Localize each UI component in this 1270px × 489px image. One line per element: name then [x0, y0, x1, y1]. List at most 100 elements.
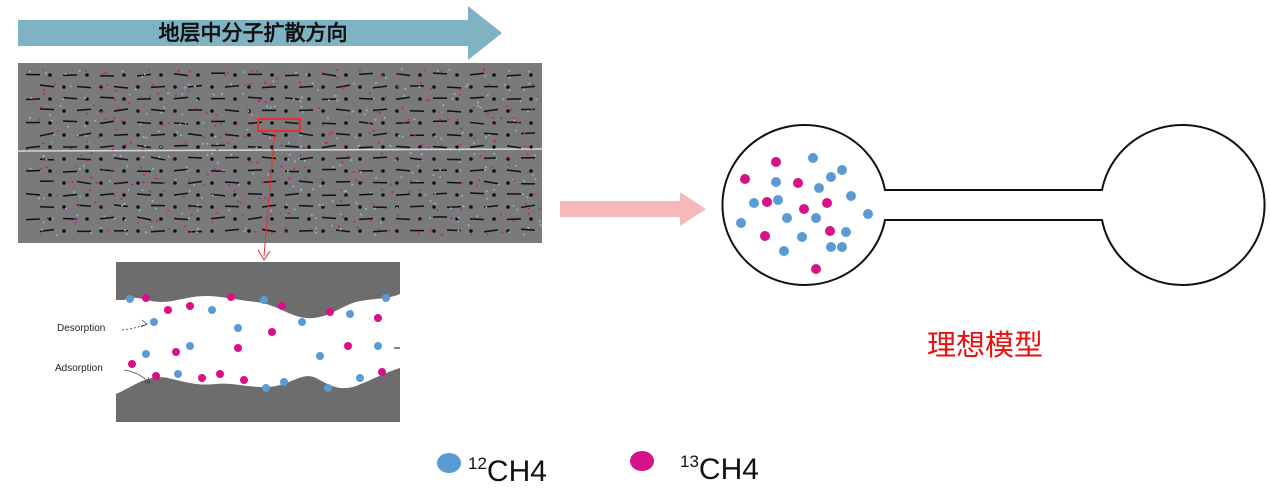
strata-molecule: [421, 144, 423, 146]
strata-molecule: [376, 110, 378, 112]
strata-molecule: [422, 159, 424, 161]
strata-molecule: [276, 78, 278, 80]
strata-molecule: [419, 148, 421, 150]
strata-molecule: [395, 158, 397, 160]
strata-molecule: [306, 74, 308, 76]
diffusion-direction-title: 地层中分子扩散方向: [18, 16, 488, 50]
strata-molecule: [144, 73, 146, 75]
strata-molecule: [79, 168, 81, 170]
strata-molecule: [178, 70, 180, 72]
strata-molecule: [514, 120, 516, 122]
strata-molecule: [74, 218, 76, 220]
strata-molecule: [436, 209, 438, 211]
strata-molecule: [202, 143, 204, 145]
strata-dot: [358, 85, 362, 89]
strata-molecule: [144, 145, 146, 147]
molecule-13ch4: [374, 314, 382, 322]
strata-molecule: [43, 197, 45, 199]
strata-molecule: [237, 201, 239, 203]
strata-molecule: [502, 231, 504, 233]
strata-molecule: [500, 117, 502, 119]
strata-molecule: [526, 196, 528, 198]
strata-dot: [122, 169, 126, 173]
strata-molecule: [148, 69, 150, 71]
strata-dot: [381, 97, 385, 101]
strata-molecule: [124, 229, 126, 231]
strata-molecule: [527, 153, 529, 155]
strata-dot: [270, 97, 274, 101]
strata-dot: [122, 121, 126, 125]
strata-molecule: [230, 83, 232, 85]
strata-molecule: [319, 185, 321, 187]
strata-molecule: [149, 95, 151, 97]
strata-molecule: [527, 110, 529, 112]
strata-molecule: [453, 93, 455, 95]
strata-dot: [307, 145, 311, 149]
strata-molecule: [188, 84, 190, 86]
legend-13ch4-label: 13CH4: [680, 445, 759, 487]
strata-dot: [247, 85, 251, 89]
strata-molecule: [299, 81, 301, 83]
strata-dot: [321, 133, 325, 137]
strata-dot: [62, 181, 66, 185]
strata-molecule: [188, 217, 190, 219]
strata-molecule: [158, 156, 160, 158]
strata-dot: [432, 205, 436, 209]
strata-molecule: [304, 160, 306, 162]
strata-molecule: [220, 170, 222, 172]
molecule-12ch4: [773, 195, 783, 205]
strata-molecule: [86, 113, 88, 115]
strata-dash: [26, 99, 40, 100]
strata-molecule: [419, 189, 421, 191]
strata-dot: [529, 193, 533, 197]
strata-molecule: [43, 155, 45, 157]
strata-molecule: [479, 216, 481, 218]
strata-molecule: [26, 149, 28, 151]
strata-molecule: [56, 195, 58, 197]
strata-molecule: [179, 124, 181, 126]
strata-molecule: [74, 166, 76, 168]
strata-molecule: [485, 136, 487, 138]
molecule-12ch4: [346, 310, 354, 318]
ideal-model-bulbs: [712, 120, 1267, 290]
strata-molecule: [72, 181, 74, 183]
strata-molecule: [188, 207, 190, 209]
strata-molecule: [492, 117, 494, 119]
strata-molecule: [288, 142, 290, 144]
strata-molecule: [459, 161, 461, 163]
strata-molecule: [197, 209, 199, 211]
molecule-13ch4: [771, 157, 781, 167]
strata-dot: [418, 97, 422, 101]
molecule-12ch4: [808, 153, 818, 163]
strata-molecule: [401, 176, 403, 178]
strata-molecule: [457, 220, 459, 222]
strata-molecule: [135, 88, 137, 90]
strata-molecule: [470, 233, 472, 235]
strata-dot: [432, 157, 436, 161]
strata-molecule: [375, 82, 377, 84]
strata-molecule: [420, 82, 422, 84]
strata-dash: [322, 123, 336, 124]
strata-molecule: [206, 143, 208, 145]
strata-dot: [136, 205, 140, 209]
desorption-label: Desorption: [57, 323, 105, 334]
strata-dash: [396, 194, 410, 195]
strata-dot: [210, 85, 214, 89]
strata-molecule: [73, 191, 75, 193]
strata-molecule: [381, 152, 383, 154]
strata-dash: [100, 97, 114, 98]
strata-molecule: [353, 83, 355, 85]
strata-molecule: [84, 97, 86, 99]
strata-molecule: [297, 75, 299, 77]
strata-molecule: [240, 202, 242, 204]
strata-dot: [358, 133, 362, 137]
strata-dot: [196, 73, 200, 77]
strata-molecule: [366, 109, 368, 111]
strata-dot: [455, 169, 459, 173]
strata-molecule: [220, 122, 222, 124]
strata-molecule: [128, 102, 130, 104]
strata-molecule: [388, 230, 390, 232]
strata-molecule: [525, 203, 527, 205]
strata-molecule: [125, 144, 127, 146]
strata-molecule: [244, 84, 246, 86]
